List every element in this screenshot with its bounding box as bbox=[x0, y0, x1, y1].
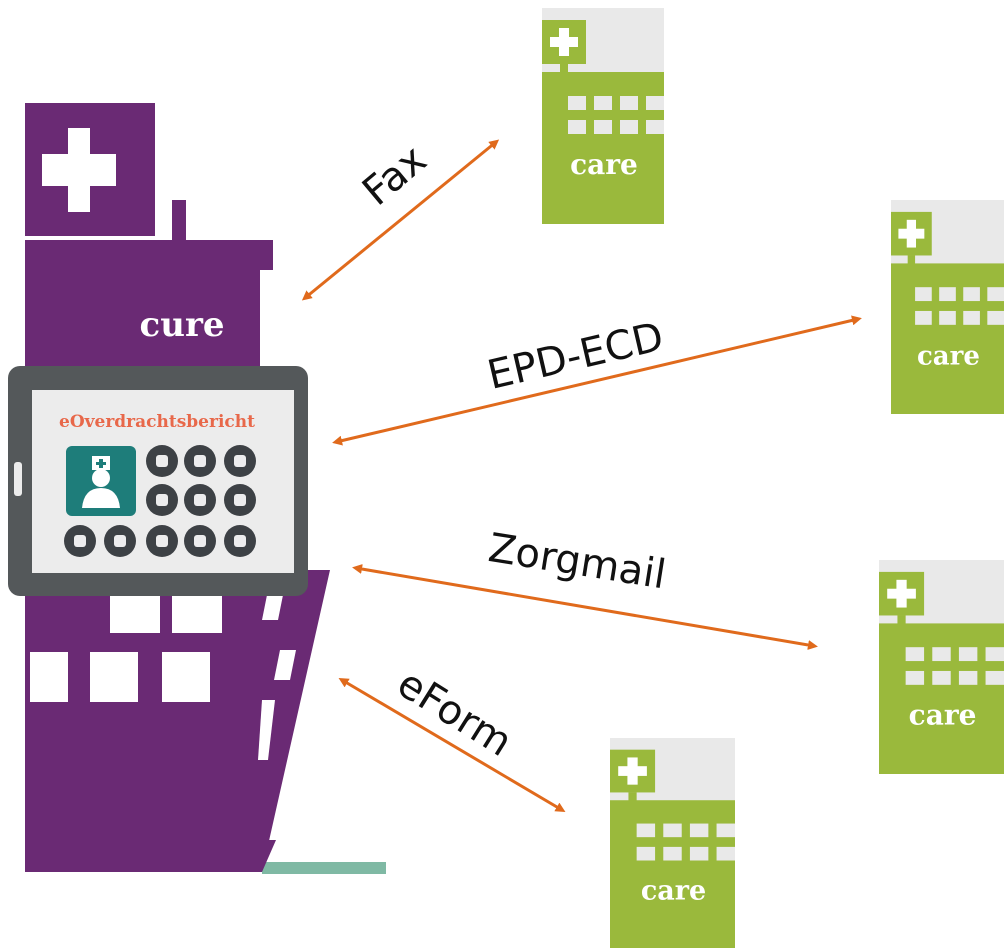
ribbon-icon bbox=[224, 525, 256, 557]
care-facilities: care care care care bbox=[542, 8, 1004, 948]
care-facility-3: care bbox=[879, 560, 1004, 774]
tablet bbox=[8, 366, 308, 596]
zorgmail-arrow bbox=[352, 564, 818, 650]
nurse-icon bbox=[66, 446, 136, 516]
tablet-title: eOverdrachtsbericht bbox=[59, 412, 255, 432]
epd-ecd-arrow bbox=[332, 315, 862, 446]
care-label: care bbox=[570, 148, 638, 181]
helicopter-icon bbox=[224, 484, 256, 516]
eform-arrow bbox=[338, 677, 566, 813]
syringe-icon bbox=[224, 445, 256, 477]
heartbeat-icon bbox=[146, 484, 178, 516]
icon-grid bbox=[64, 445, 256, 557]
care-facility-1: care bbox=[542, 8, 664, 224]
bed-icon bbox=[64, 525, 96, 557]
drop-icon bbox=[184, 445, 216, 477]
clipboard-icon bbox=[146, 525, 178, 557]
cure-hospital bbox=[25, 103, 386, 874]
dna-icon bbox=[184, 525, 216, 557]
cure-label: cure bbox=[140, 305, 225, 345]
fax-arrow bbox=[301, 139, 500, 301]
tablet-home-button[interactable] bbox=[14, 462, 22, 496]
care-facility-4: care bbox=[610, 738, 735, 948]
nurse-cap-icon bbox=[104, 525, 136, 557]
care-label: care bbox=[641, 875, 706, 906]
care-facility-2: care bbox=[891, 200, 1004, 414]
care-label: care bbox=[909, 698, 977, 731]
arrows bbox=[301, 139, 862, 813]
care-label: care bbox=[917, 341, 980, 371]
wheelchair-icon bbox=[146, 445, 178, 477]
cure-cross-icon bbox=[42, 128, 116, 212]
flask-icon bbox=[184, 484, 216, 516]
